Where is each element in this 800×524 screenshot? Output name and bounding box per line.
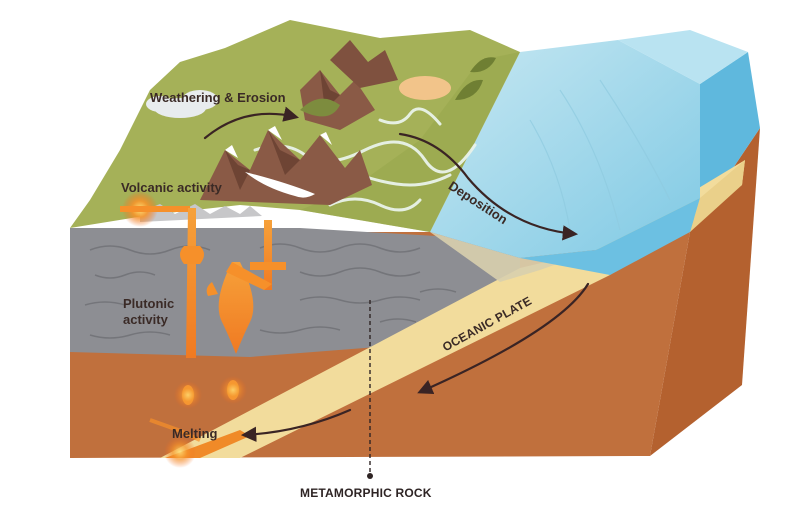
arrow-weathering bbox=[203, 106, 299, 140]
ocean-top bbox=[618, 30, 748, 84]
sediment-wedge bbox=[430, 232, 596, 282]
arrow-subduction bbox=[417, 282, 590, 395]
arrow-melting bbox=[240, 408, 352, 443]
label-volcanic-activity: Volcanic activity bbox=[121, 180, 222, 195]
ocean-body bbox=[430, 40, 700, 258]
river-network bbox=[253, 107, 477, 212]
label-metamorphic-rock: METAMORPHIC ROCK bbox=[300, 486, 432, 500]
plate-edge-right bbox=[690, 160, 745, 232]
block-right-face bbox=[650, 128, 760, 456]
magma-conduits bbox=[120, 191, 286, 468]
volcano-ridge bbox=[140, 204, 262, 222]
ocean-front bbox=[520, 198, 700, 275]
ocean-ripples bbox=[529, 79, 671, 231]
label-plutonic-line2: activity bbox=[123, 311, 168, 327]
oceanic-plate bbox=[160, 160, 745, 458]
arrow-deposition bbox=[398, 132, 579, 241]
mountain-range bbox=[200, 40, 496, 205]
metamorphic-leader-dot bbox=[367, 473, 373, 479]
foliation-lines bbox=[84, 243, 457, 339]
process-arrows bbox=[203, 106, 590, 443]
label-plutonic-line1: Plutonic bbox=[123, 296, 175, 311]
label-weathering-erosion: Weathering & Erosion bbox=[150, 90, 286, 105]
cloud bbox=[146, 90, 218, 118]
label-melting: Melting bbox=[172, 426, 218, 441]
label-plutonic-activity: Plutonic activity bbox=[123, 296, 174, 327]
